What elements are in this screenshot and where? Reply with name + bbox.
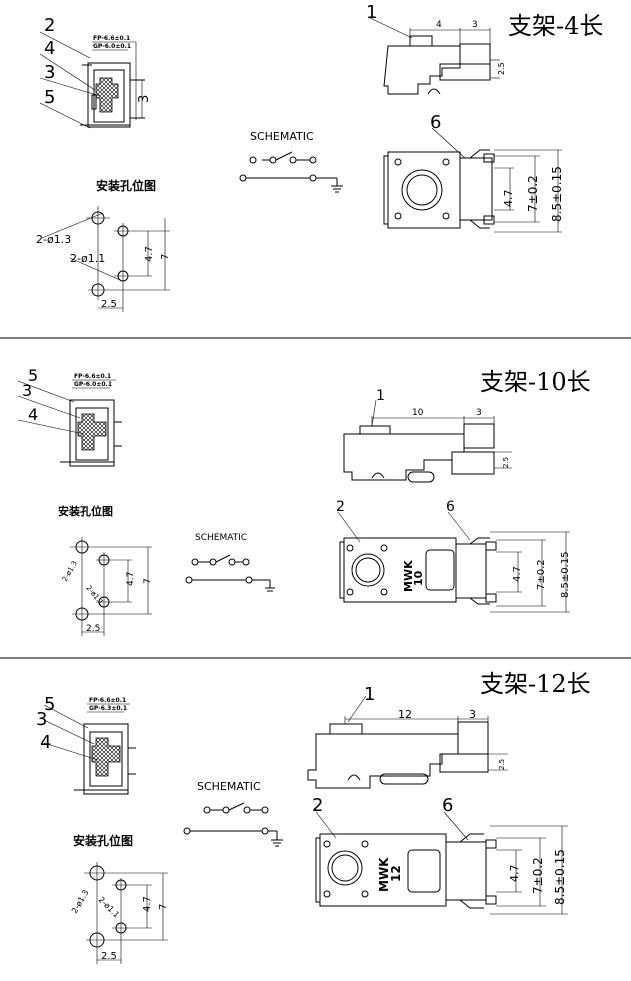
tolerance-gp: GP-6.0±0.1 [74,381,112,388]
top-dim-a: 4 [436,20,442,30]
dim-2-5: 2.5 [101,951,117,962]
top-dim-b: 3 [476,408,482,418]
callout: 3 [22,381,32,400]
dim-7: 7 [143,578,153,584]
tolerance-fp: FP-6.6±0.1 [89,697,126,704]
callout: 6 [442,795,453,816]
hole-label-small: 2-ø1.1 [70,252,105,265]
dim-4-7: 4.7 [126,572,136,586]
hole-pattern: 安装孔位图 2-ø1.3 2-ø1.1 4.7 7 2.5 [36,178,171,312]
hole-label-big: 2-ø1.3 [61,560,79,583]
dim-4-7: 4.7 [144,246,155,262]
top-view: 1 10 3 2.5 [343,388,512,483]
top-view: 1 12 3 2.5 [307,684,508,789]
callout: 5 [44,694,55,715]
marking-brand: MWK [402,560,415,592]
section-title: 支架-4长 [508,12,603,40]
hole-title: 安装孔位图 [73,833,133,848]
schematic: SCHEMATIC [183,780,283,847]
top-dim-b: 3 [469,708,476,721]
callout: 5 [28,366,38,385]
section-10: 支架-10长 FP-6.6±0.1 GP-6.0±0.1 5 3 4 SCHEM… [17,366,591,636]
schematic: SCHEMATIC [239,130,343,193]
hole-label-big: 2-ø1.3 [36,233,71,246]
side-dim: 2.5 [502,457,510,468]
callout: 1 [364,684,375,705]
hole-title: 安装孔位图 [58,504,113,518]
callout: 1 [366,2,377,23]
dim-7: 7 [160,254,171,260]
section-title: 支架-10长 [480,368,591,396]
tolerance-fp: FP-6.6±0.1 [93,35,130,42]
dim-7: 7 [158,904,169,910]
callout: 4 [44,38,55,59]
top-dim-a: 12 [398,708,412,721]
hole-pattern: 安装孔位图 2-ø1.3 2-ø1.1 4.7 7 2.5 [70,833,169,964]
section-12: 支架-12长 FP-6.6±0.1 GP-6.3±0.1 5 3 4 SCHEM… [36,670,591,964]
schematic: SCHEMATIC [185,533,275,592]
dim-2-5: 2.5 [86,624,100,634]
front-dim-b: 7±0.2 [526,175,540,212]
front-dim-a: 4.7 [502,190,515,208]
front-view: 2 6 MWK 12 4.7 [312,795,568,915]
front-dim-b: 7±0.2 [536,559,547,590]
hole-label-small: 2-ø1.1 [84,584,105,606]
top-view: 1 4 3 2.5 [366,2,506,95]
callout: 4 [28,405,38,424]
callout: 6 [430,112,441,133]
dim-4-7: 4.7 [142,896,153,912]
side-view: FP-6.6±0.1 GP-6.0±0.1 5 3 4 [17,366,122,467]
section-title: 支架-12长 [480,670,591,698]
callout: 3 [36,709,47,730]
callout: 5 [44,87,55,108]
marking-brand: MWK [377,857,391,892]
side-view: FP-6.6±0.1 GP-6.3±0.1 5 3 4 [36,694,136,795]
schematic-label: SCHEMATIC [250,130,314,143]
schematic-label: SCHEMATIC [195,533,247,543]
section-4: 支架-4长 FP-6.6±0.1 GP-6.0±0.1 3 2 4 3 [36,2,603,312]
front-dim-a: 4.7 [512,566,523,582]
tolerance-gp: GP-6.3±0.1 [89,705,127,712]
side-dim: 2.5 [497,62,506,75]
front-dim-c: 8.5±0.15 [560,551,571,598]
front-view: 2 6 MWK 10 4.7 [336,499,571,613]
front-dim-a: 4.7 [508,865,521,883]
tolerance-fp: FP-6.6±0.1 [74,373,111,380]
callout: 1 [376,388,385,404]
marking-size: 10 [412,570,425,586]
hole-label-small: 2-ø1.1 [97,895,121,919]
hole-title: 安装孔位图 [96,178,156,193]
height-dim: 3 [137,95,152,103]
hole-pattern: 安装孔位图 2-ø1.3 2-ø1.1 4.7 7 2.5 [58,504,153,636]
callout: 2 [312,795,323,816]
side-view: FP-6.6±0.1 GP-6.0±0.1 3 2 4 3 5 [39,15,152,129]
front-dim-c: 8.5±0.15 [553,849,567,905]
top-dim-a: 10 [412,408,424,418]
callout: 4 [40,732,51,753]
top-dim-b: 3 [472,20,478,30]
marking-size: 12 [389,865,403,882]
hole-label-big: 2-ø1.3 [70,888,91,915]
tolerance-gp: GP-6.0±0.1 [93,43,131,50]
schematic-label: SCHEMATIC [197,780,261,793]
callout: 6 [446,499,455,515]
front-dim-c: 8.5±0.15 [550,166,564,222]
dim-2-5: 2.5 [101,299,117,310]
callout: 2 [44,15,55,36]
side-dim: 2.5 [498,759,506,770]
callout: 3 [44,62,55,83]
front-dim-b: 7±0.2 [531,857,545,894]
callout: 2 [336,499,345,515]
front-view: 6 4.7 7±0.2 8.5±0.15 [383,112,564,233]
